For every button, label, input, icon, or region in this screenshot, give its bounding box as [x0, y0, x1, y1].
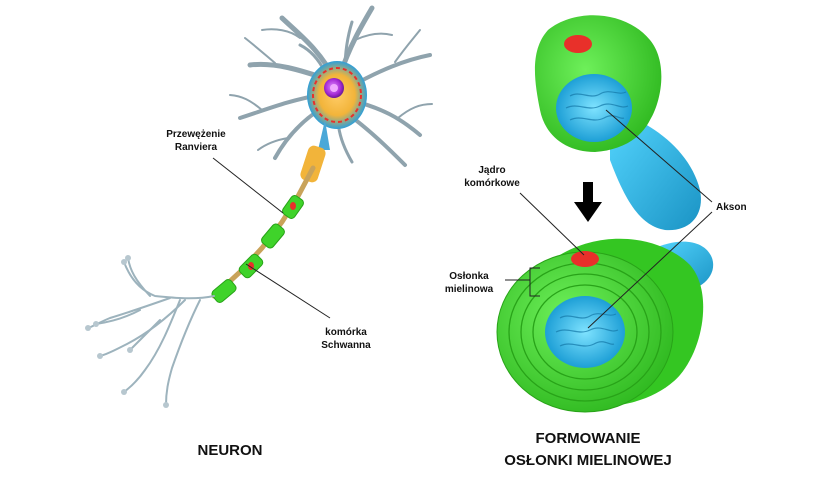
label-node-of-ranvier: Przewężenie Ranviera — [166, 129, 226, 153]
sheath-bracket — [529, 267, 540, 297]
top-nucleus — [564, 35, 592, 53]
top-axon — [610, 110, 701, 231]
nucleolus — [330, 84, 338, 92]
leader-axon-top — [605, 109, 713, 203]
axon-hillock — [318, 120, 330, 150]
bottom-axon-texture — [555, 313, 619, 347]
caption-neuron: NEURON — [197, 442, 263, 459]
axon-initial-segment — [300, 145, 326, 183]
leader-axon-bottom — [587, 211, 713, 329]
myelination-illustration — [496, 15, 714, 413]
caption-myelination: FORMOWANIE OSŁONKI MIELINOWEJ — [504, 430, 672, 469]
neuron-illustration — [85, 5, 433, 408]
soma-membrane — [312, 67, 362, 123]
top-axon-texture — [565, 91, 629, 121]
leader-node — [212, 157, 284, 214]
label-schwann-cell: komórka Schwanna — [321, 327, 371, 351]
terminal-buttons — [85, 255, 169, 408]
axon-terminals — [87, 257, 215, 406]
bottom-nucleus — [571, 251, 599, 267]
label-myelin-sheath: Osłonka mielinowa — [444, 271, 494, 295]
leader-nucleus — [519, 192, 585, 256]
label-axon: Akson — [716, 202, 747, 213]
leader-schwann — [245, 263, 331, 319]
down-arrow-icon — [574, 182, 602, 222]
axon — [211, 165, 316, 299]
label-cell-nucleus: Jądro komórkowe — [464, 165, 520, 189]
